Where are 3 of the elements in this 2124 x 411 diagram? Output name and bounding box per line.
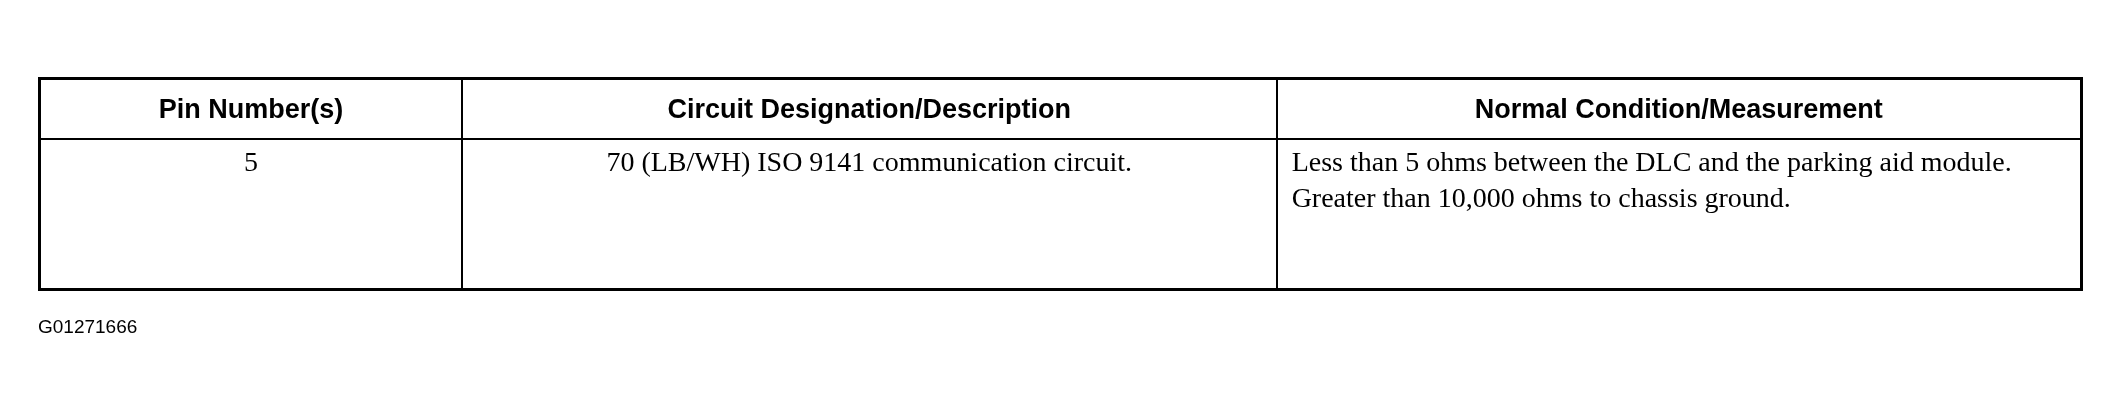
column-header: Circuit Designation/Description: [461, 78, 1277, 139]
figure-code: G01271666: [38, 316, 138, 338]
column-header: Pin Number(s): [39, 78, 462, 139]
